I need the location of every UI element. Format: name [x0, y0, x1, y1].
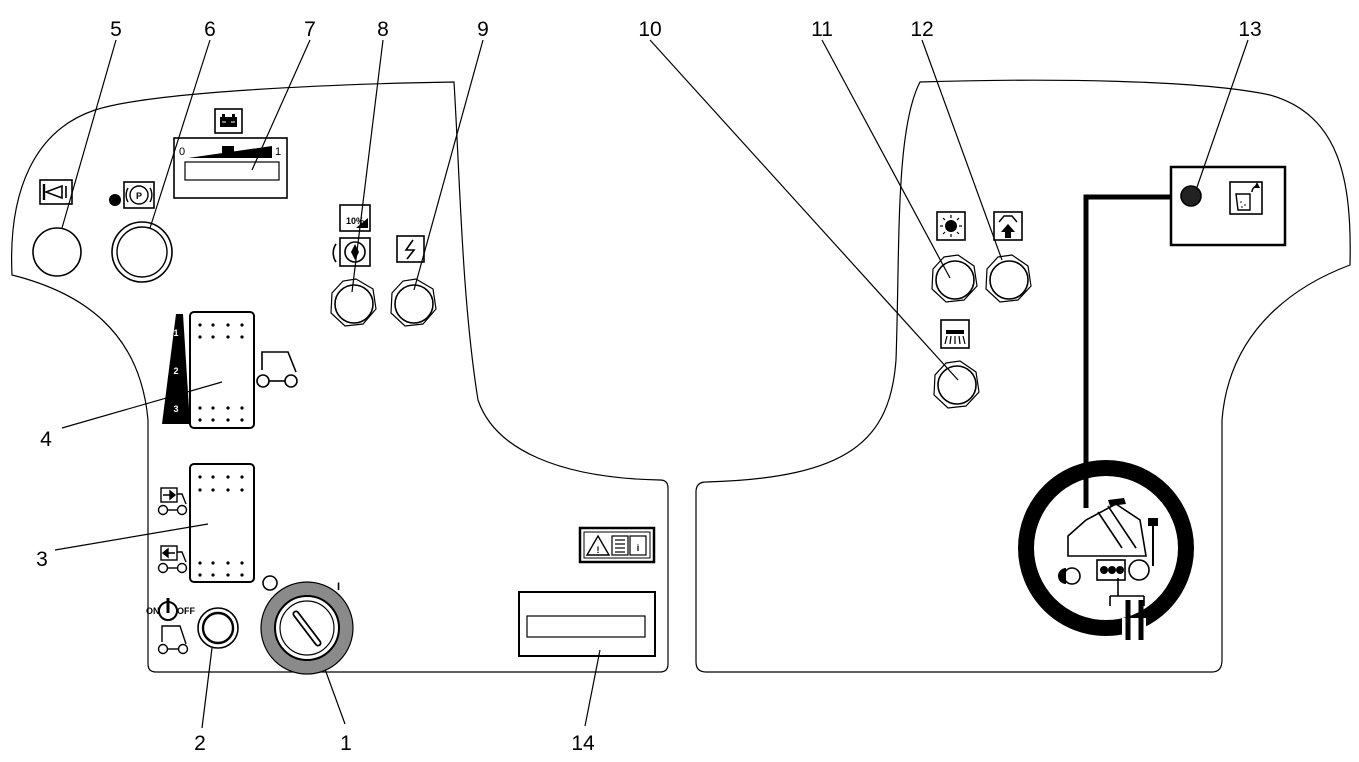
water-flow-icon: 10%: [332, 204, 371, 267]
key-switch[interactable]: I: [260, 575, 354, 675]
svg-text:P: P: [136, 191, 142, 201]
main-switch-on-label: ON: [146, 606, 160, 616]
percent-label: 10%: [346, 216, 364, 226]
connector-lines: [1083, 194, 1171, 640]
battery-icon: [214, 108, 243, 134]
parking-brake-icon: P: [109, 181, 155, 209]
sweeper-icon: [1018, 460, 1194, 650]
speed-selector-rocker[interactable]: [189, 311, 255, 429]
hopper-lift-icon: [993, 211, 1023, 241]
callout-2: 2: [194, 732, 206, 755]
horn-icon: [39, 179, 73, 205]
hopper-tip-indicator: [1169, 165, 1287, 247]
callout-6: 6: [204, 18, 216, 41]
callout-14: 14: [571, 732, 595, 755]
main-switch-button[interactable]: [197, 607, 239, 649]
battery-gauge: 0 1: [173, 137, 288, 199]
warning-icon: [585, 534, 611, 556]
right-panel-outline: [695, 79, 1351, 673]
side-brush-icon: [940, 319, 970, 349]
hopper-lift-button[interactable]: [985, 254, 1032, 303]
callout-7: 7: [304, 18, 316, 41]
speed-level-2: 2: [173, 366, 178, 376]
callout-13: 13: [1238, 18, 1261, 41]
svg-text:!: !: [597, 545, 600, 555]
light-icon: [936, 211, 966, 241]
battery-gauge-max-label: 1: [275, 146, 281, 158]
hopper-tip-icon: [1229, 181, 1263, 215]
callout-9: 9: [477, 18, 489, 41]
lightning-button[interactable]: [390, 278, 437, 327]
main-switch-off-label: OFF: [177, 606, 195, 616]
vehicle-icon: [256, 351, 298, 388]
side-brush-button[interactable]: [933, 360, 980, 409]
forward-direction-icon: [157, 487, 188, 516]
speed-level-1: 1: [173, 328, 178, 338]
key-switch-on-label: I: [337, 581, 340, 593]
info-glyph: i: [637, 543, 640, 553]
water-flow-button[interactable]: [330, 278, 377, 327]
manual-icon: [611, 535, 629, 556]
reverse-direction-icon: [157, 545, 188, 574]
direction-selector-rocker[interactable]: [189, 463, 255, 583]
callout-10: 10: [638, 18, 661, 41]
callout-3: 3: [36, 548, 48, 571]
warning-manual-icon: ! i: [578, 526, 656, 564]
speed-level-3: 3: [173, 404, 178, 414]
parking-brake-button[interactable]: [111, 221, 173, 283]
callout-5: 5: [110, 18, 122, 41]
speed-level-indicator: 1 2 3: [162, 314, 190, 424]
info-display: [518, 591, 656, 657]
callout-1: 1: [340, 732, 352, 755]
callout-8: 8: [377, 18, 389, 41]
lightning-icon: [396, 235, 425, 263]
callout-12: 12: [910, 18, 933, 41]
callout-4: 4: [40, 428, 52, 451]
battery-gauge-min-label: 0: [179, 146, 185, 158]
callout-11: 11: [811, 18, 833, 41]
left-panel-outline: [11, 81, 669, 673]
main-switch-icon: ON OFF: [146, 598, 195, 655]
horn-button[interactable]: [32, 227, 82, 277]
light-button[interactable]: [931, 254, 978, 303]
